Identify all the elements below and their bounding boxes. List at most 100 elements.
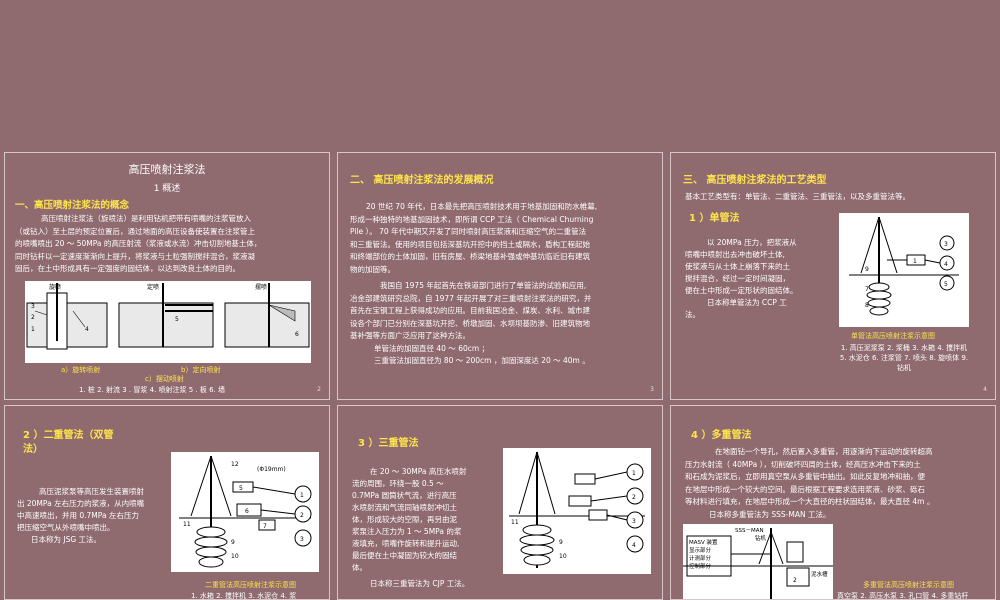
svg-text:9: 9 — [559, 539, 563, 546]
caption-line: 钻机 — [897, 364, 911, 372]
caption-line: 1. 高压泥浆泵 2. 浆桶 3. 水箱 4. 搅拌机 — [840, 344, 968, 352]
slide-triple-tube[interactable]: 3 ）三重管法 在 20 ～ 30MPa 高压水喷射 流的周围，环绕一股 0.5… — [337, 405, 663, 600]
double-tube-text: 高压泥浆泵等高压发生装置喷射 出 20MPa 左右压力的浆液，从内喷嘴 中高速喷… — [17, 486, 177, 546]
page-number: 3 — [650, 386, 654, 393]
caption-line: 5. 水泥仓 6. 注浆管 7. 喷头 8. 旋喷体 9. — [839, 354, 969, 362]
text-line: Pile ）。 70 年代中期又开发了同时喷射高压浆液和压缩空气的二重管法 — [350, 227, 587, 236]
section-heading: 一、高压喷射注浆法的概念 — [15, 200, 130, 211]
svg-text:5: 5 — [175, 316, 179, 323]
svg-text:7: 7 — [865, 286, 869, 293]
slide-history[interactable]: 二、 高压喷射注浆法的发展概况 20 世纪 70 年代，日本最先把高压喷射技术用… — [337, 152, 663, 400]
slide-multi-tube[interactable]: 4 ）多重管法 在地面钻一个导孔，然后置入多重管，用逐渐向下运动的旋转超高 压力… — [670, 405, 996, 600]
text-line: 高压喷射注浆法（旋喷法）是利用钻机把带有喷嘴的注浆管放入 — [41, 214, 251, 223]
slide-double-tube[interactable]: 2 ）二重管法（双管 法） 高压泥浆泵等高压发生装置喷射 出 20MPa 左右压… — [4, 405, 330, 600]
page-number: 2 — [317, 386, 321, 393]
label-directional: 定喷 — [147, 284, 160, 291]
single-tube-text: 以 20MPa 压力，把浆液从 喷嘴中喷射出去冲击破坏土体, 使浆液与从土体上崩… — [685, 237, 835, 321]
text-line: 日本称为 JSG 工法。 — [31, 535, 102, 544]
text-line: 的喷嘴喷出 20 ～ 50MPa 的高压射流（浆液或水流）冲击切割地基土体， — [15, 239, 262, 248]
svg-text:12: 12 — [231, 461, 239, 468]
text-line: 以 20MPa 压力，把浆液从 — [707, 238, 797, 247]
text-line: 冶金部建筑研究总院，自 1977 年起开展了对三重喷射注浆法的研究，并 — [350, 293, 592, 303]
history-text: 20 世纪 70 年代，日本最先把高压喷射技术用于地基加固和防水帷幕, 形成一种… — [350, 201, 656, 368]
svg-text:2: 2 — [300, 512, 304, 519]
slide-overview[interactable]: 高压喷射注浆法 1 概述 一、高压喷射注浆法的概念 高压喷射注浆法（旋喷法）是利… — [4, 152, 330, 400]
double-tube-figure: 1 2 3 5 6 7 12 11 9 10 (Φ19mm) — [171, 452, 319, 572]
text-line: 日本称多重管法为 SSS-MAN 工法。 — [709, 509, 831, 519]
triple-tube-figure: 1 2 3 4 11 9 10 — [503, 448, 651, 574]
text-line: 同时钻杆以一定速度渐渐向上提升，将浆液与土粒强制搅拌混合，浆液凝 — [15, 251, 255, 261]
page-number: 4 — [983, 386, 987, 393]
svg-text:5: 5 — [239, 485, 243, 492]
text-line: 单管法的加固直径 40 ～ 60cm ； — [374, 343, 490, 353]
text-line: 喷嘴中喷射出去冲击破坏土体, — [685, 250, 785, 259]
text-line: 水喷射流和气流同轴喷射冲切土 — [352, 503, 457, 512]
section-heading: 二、 高压喷射注浆法的发展概况 — [350, 175, 494, 186]
svg-text:5: 5 — [944, 281, 948, 288]
text-line: 0.7MPa 圆筒状气流，进行高压 — [352, 491, 457, 500]
caption-rotary: a）旋转喷射 — [61, 366, 101, 374]
text-line: 中高速喷出，并用 0.7MPa 左右压力 — [17, 511, 139, 520]
text-line: 设各个部门已分别在深基坑开挖、桥墩加固、水坝坝基防渗、旧建筑物地 — [350, 318, 590, 328]
label-rotary: 旋喷 — [49, 284, 62, 291]
text-line: 把压缩空气从外喷嘴中喷出。 — [17, 523, 115, 532]
triple-tube-diagram: 1 2 3 4 11 9 10 — [509, 451, 645, 568]
intro-text: 基本工艺类型有：单管法、二重管法、三重管法，以及多重管法等。 — [685, 192, 910, 201]
masv-label: MASV 装置 — [689, 540, 718, 546]
single-tube-diagram: 3 4 5 1 9 7 8 — [849, 216, 959, 316]
svg-text:10: 10 — [559, 553, 567, 560]
text-line: 在地层中形成一个较大的空间。最后根据工程要求选用浆液、砂浆、砾石 — [685, 484, 925, 494]
single-tube-heading: 1 ）单管法 — [689, 213, 740, 224]
single-tube-caption-title: 单管法高压喷射注浆示意图 — [851, 332, 935, 340]
svg-text:2: 2 — [31, 314, 35, 321]
text-line: 物的加固等。 — [350, 264, 395, 274]
text-line: 三重管法加固直径为 80 ～ 200cm ，加固深度达 20 ～ 40m 。 — [374, 356, 590, 365]
text-line: 等材料进行填充，在地层中形成一个大直径的柱状固结体，最大直径 4m 。 — [685, 497, 935, 506]
text-line: 固后，在土中形成具有一定强度的固结体，以达到改良土体的目的。 — [15, 264, 240, 273]
svg-text:3: 3 — [944, 241, 948, 248]
svg-text:6: 6 — [245, 508, 249, 515]
svg-text:1: 1 — [913, 258, 917, 265]
svg-text:2: 2 — [793, 577, 797, 584]
top-margin — [0, 0, 1000, 148]
control-label: 控制部分 — [689, 564, 712, 570]
system-label: SSS－MAN — [735, 528, 764, 534]
text-line: 体。 — [352, 563, 367, 572]
svg-text:11: 11 — [183, 521, 191, 528]
display-label: 显示部分 — [689, 548, 712, 554]
svg-text:4: 4 — [944, 261, 948, 268]
text-line: 便在土中形成一定形状的固结体。 — [685, 286, 798, 295]
svg-text:8: 8 — [865, 302, 869, 309]
text-line: 日本称单管法为 CCP 工 — [707, 298, 787, 307]
single-tube-caption: 1. 高压泥浆泵 2. 浆桶 3. 水箱 4. 搅拌机 5. 水泥仓 6. 注浆… — [819, 343, 989, 373]
svg-text:4: 4 — [632, 542, 636, 549]
drill-label: 钻机 — [755, 536, 767, 542]
text-line: 和石成为泥浆后，立即用真空泵从多重管中抽出。如此反复地冲和抽，便 — [685, 472, 925, 481]
svg-text:2: 2 — [632, 494, 636, 501]
text-line: 基补强等方面广泛应用了这种方法。 — [350, 331, 470, 340]
svg-text:1: 1 — [31, 326, 35, 333]
svg-text:9: 9 — [231, 539, 235, 546]
svg-text:10: 10 — [231, 553, 239, 560]
slide-title: 高压喷射注浆法 — [128, 163, 206, 176]
concept-text: 高压喷射注浆法（旋喷法）是利用钻机把带有喷嘴的注浆管放入 （或钻入）至土层的预定… — [15, 213, 325, 276]
multi-tube-heading: 4 ）多重管法 — [691, 430, 752, 441]
jet-modes-diagram: 3 2 1 4 5 6 — [26, 283, 310, 350]
multi-tube-caption: 真空泵 2. 高压水泵 3. 孔口管 4. 多重钻杆 — [837, 592, 969, 600]
text-line: 在 20 ～ 30MPa 高压水喷射 — [370, 467, 467, 476]
slide-process-types[interactable]: 三、 高压喷射注浆法的工艺类型 基本工艺类型有：单管法、二重管法、三重管法，以及… — [670, 152, 996, 400]
svg-text:7: 7 — [263, 523, 267, 530]
text-line: 20 世纪 70 年代，日本最先把高压喷射技术用于地基加固和防水帷幕, — [366, 202, 598, 211]
caption-parts: 1. 桩 2. 射流 3 . 冒浆 4. 喷射注浆 5 . 板 6. 墙 — [79, 386, 225, 394]
text-line: 流的周围，环绕一股 0.5 ～ — [352, 479, 444, 488]
svg-text:3: 3 — [300, 536, 304, 543]
text-line: 高压泥浆泵等高压发生装置喷射 — [39, 487, 144, 496]
double-tube-diagram: 1 2 3 5 6 7 12 11 9 10 — [179, 455, 312, 568]
text-line: 压力水射流（ 40MPa ），切削破坏四周的土体，经高压水冲击下来的土 — [685, 459, 921, 469]
text-line: （或钻入）至土层的预定位置后，通过地面的高压设备使装置在注浆管上 — [15, 226, 255, 236]
text-line: 法。 — [685, 310, 700, 319]
text-line: 出 20MPa 左右压力的浆液，从内喷嘴 — [17, 499, 145, 508]
label-oscillating: 摆喷 — [255, 284, 268, 291]
text-line: 最后便在土中凝固为较大的固结 — [352, 551, 457, 560]
text-line: 体，形成较大的空隙，再另由泥 — [352, 515, 457, 524]
